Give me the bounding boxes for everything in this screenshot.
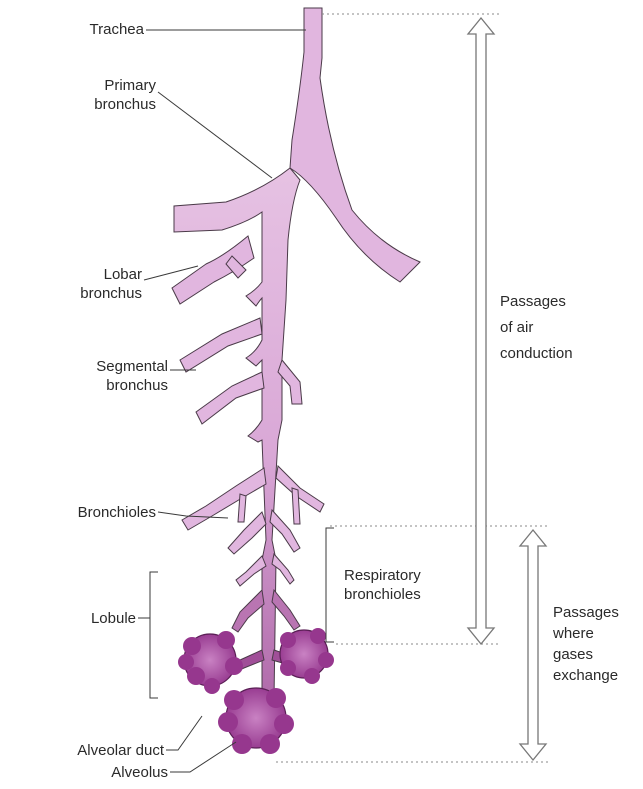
- respiratory-bracket: [326, 528, 334, 642]
- label-trachea: Trachea: [40, 20, 144, 39]
- alveolar-sac-left: [178, 631, 243, 694]
- leader-alveolar-duct: [166, 716, 202, 750]
- label-bronchioles: Bronchioles: [14, 503, 156, 522]
- gas-exchange-arrow: [520, 530, 546, 760]
- bronchiole-branches: [182, 466, 324, 586]
- label-primary-bronchus-line1: Primary: [40, 76, 156, 95]
- label-lobar-bronchus-line1: Lobar: [30, 265, 142, 284]
- lobule-bracket: [150, 572, 158, 698]
- label-air-conduction-line2: of air: [500, 315, 630, 341]
- label-respiratory-bronchioles-line2: bronchioles: [344, 585, 464, 604]
- label-primary-bronchus-line2: bronchus: [40, 95, 156, 114]
- label-lobar-bronchus-line2: bronchus: [30, 284, 142, 303]
- label-segmental-bronchus: Segmental bronchus: [20, 357, 168, 395]
- label-gas-exchange-line4: exchange: [553, 665, 641, 686]
- label-segmental-bronchus-line2: bronchus: [20, 376, 168, 395]
- label-air-conduction-line3: conduction: [500, 341, 630, 367]
- air-conduction-arrow: [468, 18, 494, 644]
- label-respiratory-bronchioles: Respiratory bronchioles: [344, 566, 464, 604]
- label-alveolus: Alveolus: [30, 763, 168, 782]
- label-gas-exchange: Passages where gases exchange: [553, 602, 641, 686]
- label-lobule: Lobule: [40, 609, 136, 628]
- label-lobar-bronchus: Lobar bronchus: [30, 265, 142, 303]
- label-primary-bronchus: Primary bronchus: [40, 76, 156, 114]
- label-segmental-bronchus-line1: Segmental: [20, 357, 168, 376]
- leader-primary-bronchus: [158, 92, 272, 178]
- label-alveolar-duct: Alveolar duct: [4, 741, 164, 760]
- alveolar-clusters: [178, 628, 334, 754]
- label-air-conduction: Passages of air conduction: [500, 289, 630, 367]
- trachea-shape: [290, 8, 420, 282]
- label-respiratory-bronchioles-line1: Respiratory: [344, 566, 464, 585]
- alveolar-sac-bottom: [218, 688, 294, 754]
- label-gas-exchange-line3: gases: [553, 644, 641, 665]
- label-gas-exchange-line2: where: [553, 623, 641, 644]
- label-gas-exchange-line1: Passages: [553, 602, 641, 623]
- label-air-conduction-line1: Passages: [500, 289, 630, 315]
